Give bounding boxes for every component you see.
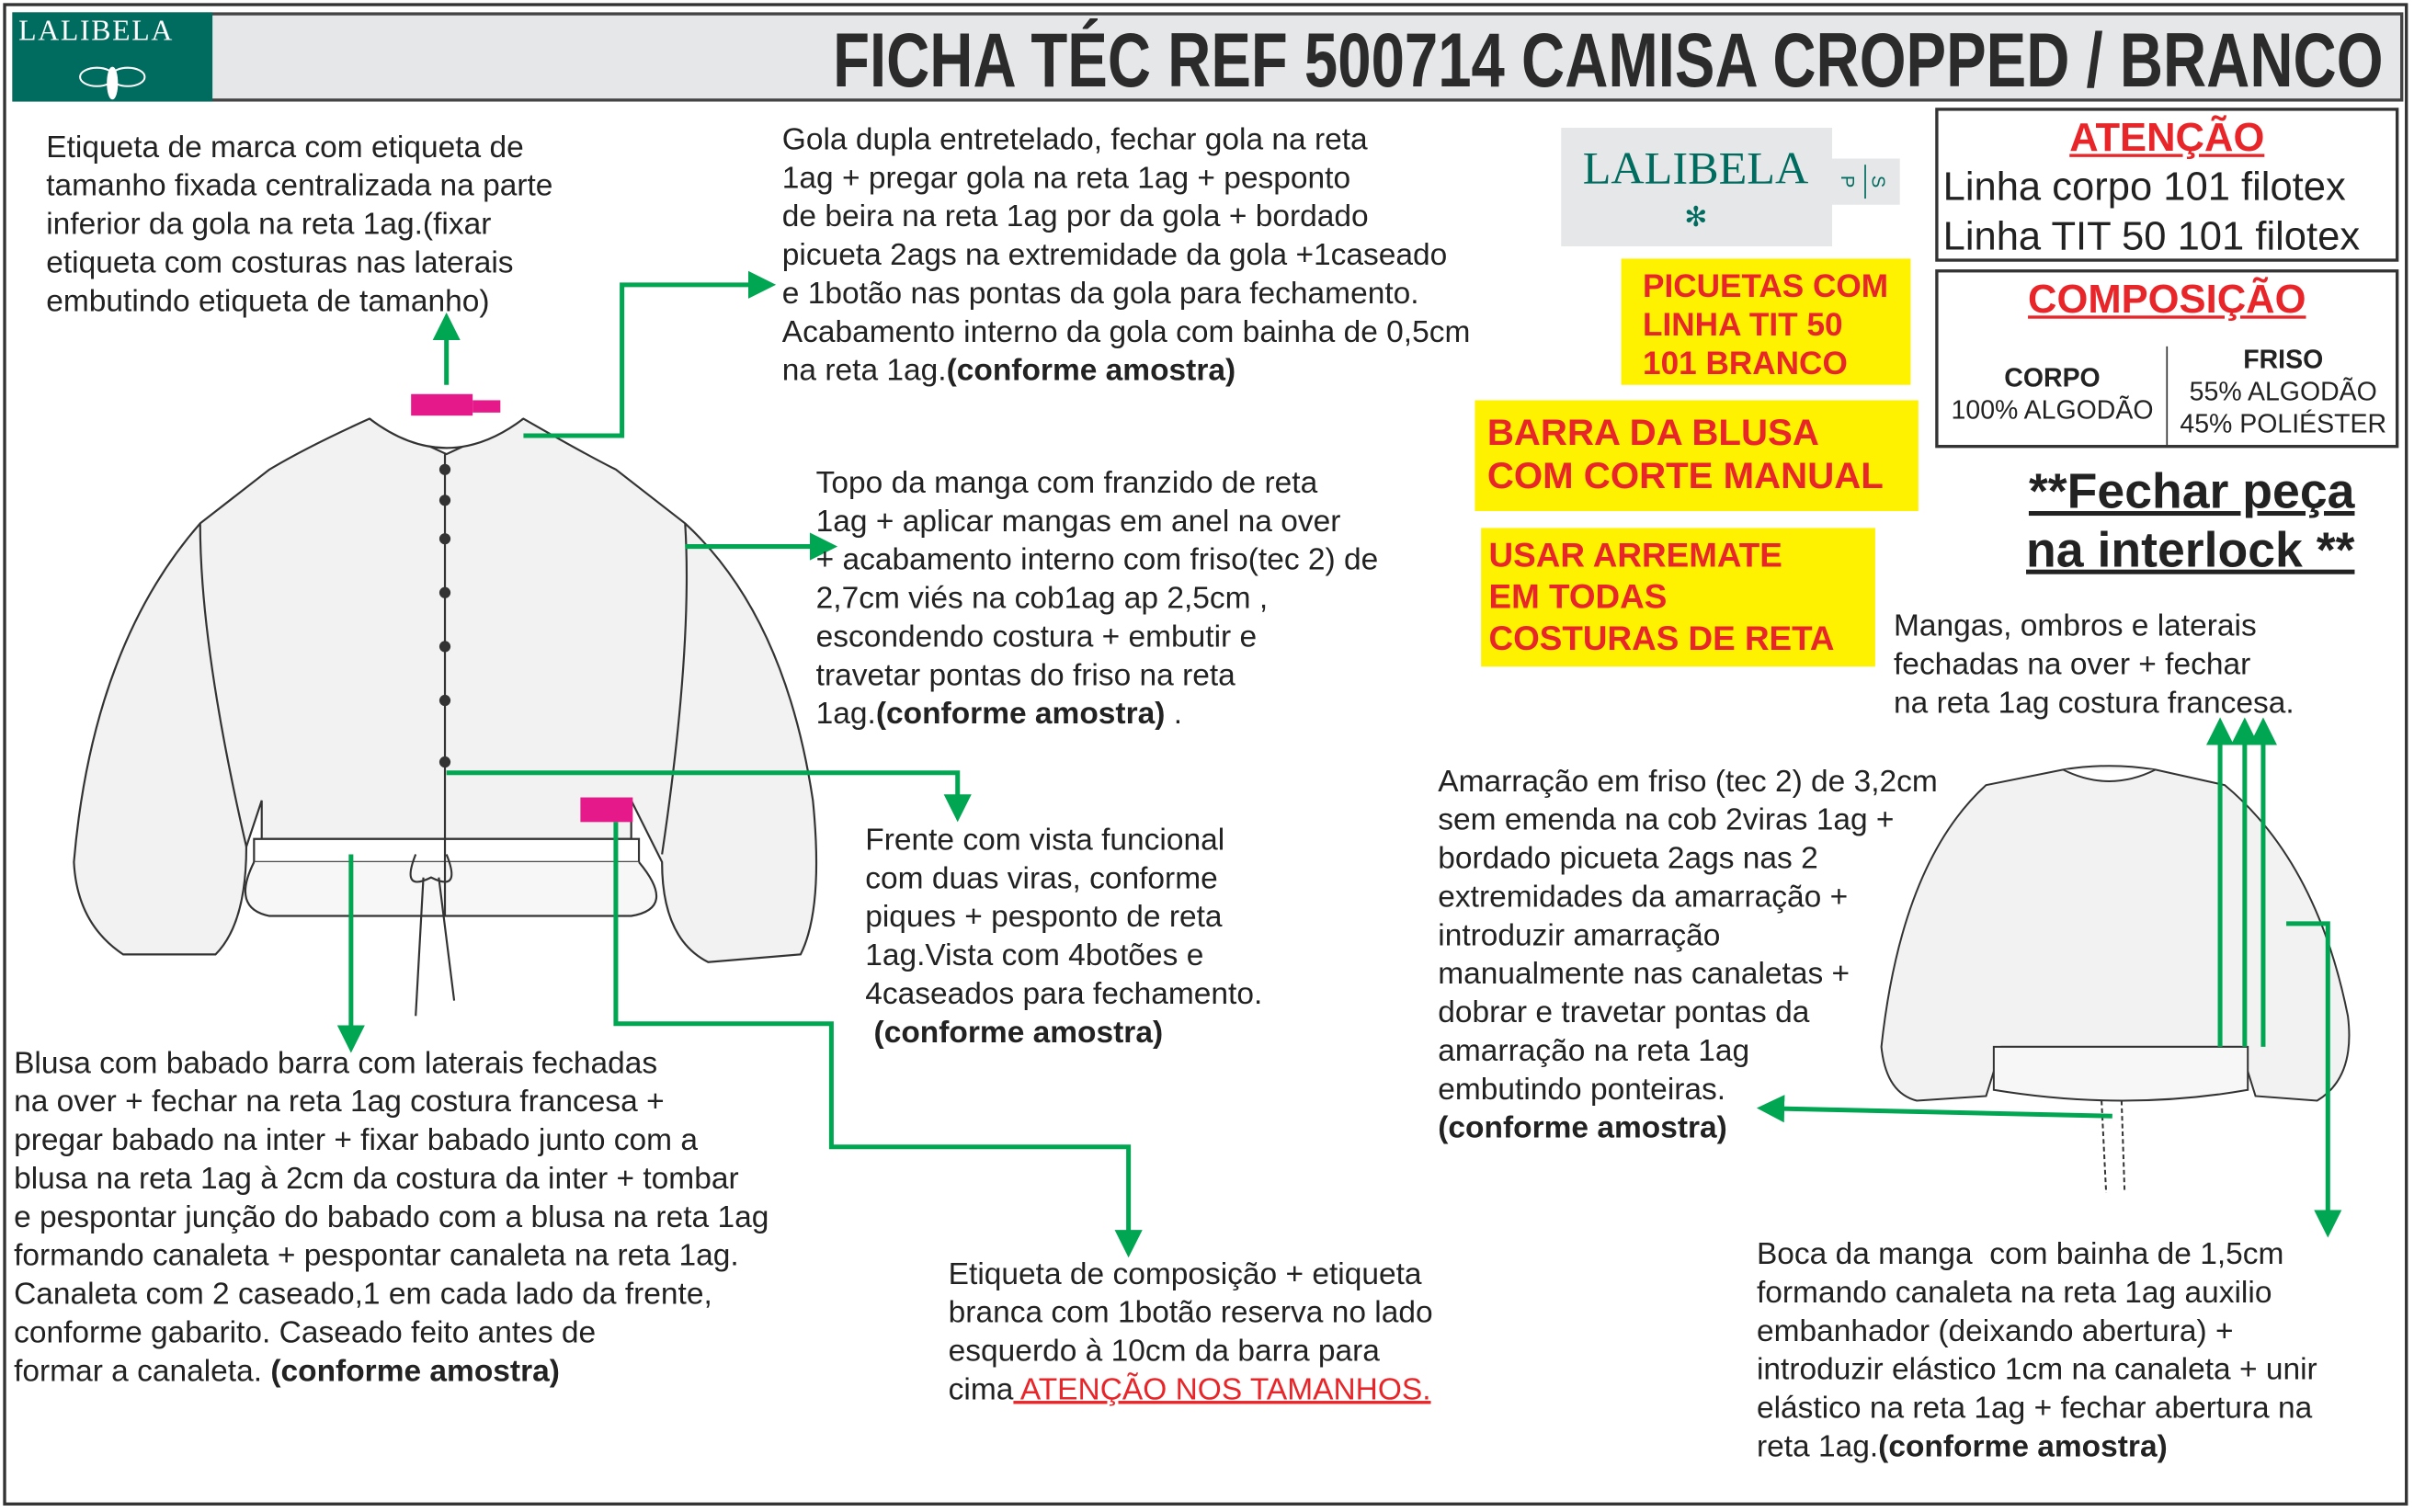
label-logo-brand: LALIBELA	[1582, 142, 1809, 195]
note-sleeve-cuff: Boca da manga com bainha de 1,5cm forman…	[1757, 1236, 2317, 1467]
note-sleeve-top-end: .	[1165, 697, 1183, 732]
bee-icon	[79, 66, 146, 100]
brand-tag-marker	[411, 393, 473, 416]
note-front-bold: (conforme amostra)	[873, 1016, 1164, 1051]
note-collar-text: Gola dupla entretelado, fechar gola na r…	[781, 122, 1471, 389]
note-ruffle-hem: Blusa com babado barra com laterais fech…	[14, 1045, 769, 1392]
note-collar-bold: (conforme amostra)	[946, 354, 1236, 389]
friso-value-1: 55% ALGODÃO	[2189, 377, 2377, 407]
corpo-value: 100% ALGODÃO	[1951, 395, 2154, 426]
callout-arrows	[336, 270, 2342, 1258]
interlock-note: **Fechar peça na interlock **	[2026, 463, 2355, 578]
note-front-text: Frente com vista funcional com duas vira…	[865, 824, 1263, 1012]
note-drawstring-text: Amarração em friso (tec 2) de 3,2cm sem …	[1438, 765, 1938, 1108]
note-cuff-text: Boca da manga com bainha de 1,5cm forman…	[1756, 1237, 2317, 1464]
brand-logo: LALIBELA	[12, 12, 213, 102]
note-sleeves-shoulders: Mangas, ombros e laterais fechadas na ov…	[1894, 609, 2294, 721]
page-frame	[3, 3, 2408, 1506]
note-sleeve-top: Topo da manga com franzido de reta 1ag +…	[816, 465, 1379, 734]
note-ruffle-bold: (conforme amostra)	[270, 1354, 560, 1389]
back-garment-sketch	[1880, 765, 2351, 1194]
attention-line-1: Linha corpo 101 filotex	[1942, 163, 2346, 210]
composition-tag-marker	[580, 797, 633, 823]
attention-line-2: Linha TIT 50 101 filotex	[1942, 212, 2361, 259]
page-title: FICHA TÉC REF 500714 CAMISA CROPPED / BR…	[833, 17, 2384, 104]
brand-name: LALIBELA	[18, 15, 175, 48]
note-front-placket: Frente com vista funcional com duas vira…	[865, 822, 1262, 1052]
note-drawstring-bold: (conforme amostra)	[1438, 1111, 1727, 1146]
note-cuff-bold: (conforme amostra)	[1878, 1429, 2168, 1464]
note-brand-label: Etiqueta de marca com etiqueta de tamanh…	[46, 131, 553, 319]
highlight-picuetas: PICUETAS COM LINHA TIT 50 101 BRANCO	[1621, 258, 1911, 385]
size-tag: P S	[1832, 158, 1900, 205]
note-ruffle-text: Blusa com babado barra com laterais fech…	[14, 1046, 769, 1389]
friso-value-2: 45% POLIÉSTER	[2180, 409, 2387, 439]
note-composition-alert: ATENÇÃO NOS TAMANHOS.	[1013, 1372, 1431, 1407]
friso-label: FRISO	[2243, 345, 2324, 374]
note-drawstring: Amarração em friso (tec 2) de 3,2cm sem …	[1438, 764, 1938, 1149]
note-sleeve-top-text: Topo da manga com franzido de reta 1ag +…	[815, 466, 1379, 732]
front-garment-sketch	[73, 417, 818, 1017]
note-composition-label: Etiqueta de composição + etiqueta branca…	[949, 1256, 1433, 1410]
note-collar: Gola dupla entretelado, fechar gola na r…	[782, 121, 1471, 391]
attention-box: ATENÇÃO Linha corpo 101 filotex Linha TI…	[1935, 108, 2399, 262]
note-sleeve-top-bold: (conforme amostra)	[875, 697, 1166, 732]
bee-icon: ✻	[1684, 201, 1708, 233]
highlight-arremate: USAR ARREMATE EM TODAS COSTURAS DE RETA	[1481, 528, 1875, 667]
header-bar	[12, 12, 2404, 102]
size-s: S	[1867, 175, 1889, 188]
attention-title: ATENÇÃO	[2069, 113, 2265, 161]
highlight-barra: BARRA DA BLUSA COM CORTE MANUAL	[1475, 400, 1919, 512]
corpo-label: CORPO	[2004, 363, 2101, 393]
note-composition-text: Etiqueta de composição + etiqueta branca…	[948, 1257, 1433, 1407]
label-logo: LALIBELA ✻	[1561, 128, 1833, 246]
composition-title: COMPOSIÇÃO	[2028, 275, 2306, 323]
size-p: P	[1837, 175, 1859, 188]
